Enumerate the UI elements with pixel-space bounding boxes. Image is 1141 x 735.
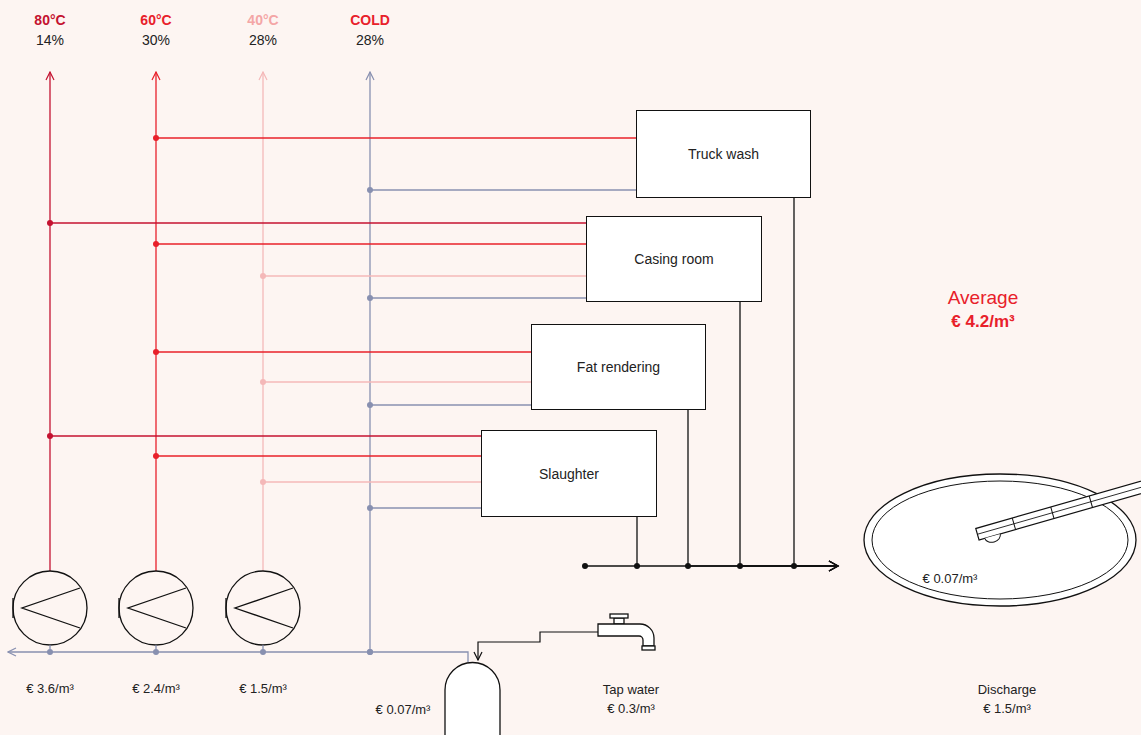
cost-label: € 0.07/m³ (376, 702, 431, 717)
temperature-label: 40°C (247, 12, 278, 28)
average-label: Average (948, 287, 1018, 309)
process-box: Fat rendering (531, 324, 706, 410)
discharge-pipe (688, 410, 838, 566)
basin-outline (862, 470, 1141, 612)
discharge-pipe (740, 302, 838, 566)
temperature-label: COLD (350, 12, 390, 28)
sink-label: Discharge (978, 682, 1037, 697)
process-box: Casing room (586, 216, 762, 302)
share-label: 30% (142, 32, 170, 48)
cost-label: € 2.4/m³ (132, 681, 180, 696)
box-label: Slaughter (539, 466, 599, 482)
cost-label: € 1.5/m³ (239, 681, 287, 696)
temperature-label: 60°C (140, 12, 171, 28)
discharge-pipe (637, 517, 838, 566)
process-box: Slaughter (481, 430, 657, 517)
process-box: Truck wash (636, 110, 811, 198)
cost-label: € 1.5/m³ (983, 701, 1031, 716)
average-cost: € 4.2/m³ (951, 312, 1014, 332)
share-label: 28% (356, 32, 384, 48)
box-label: Truck wash (688, 146, 759, 162)
box-label: Fat rendering (577, 359, 660, 375)
cost-label: € 3.6/m³ (26, 681, 74, 696)
discharge-pipe (794, 198, 838, 566)
source-label: Tap water (603, 682, 659, 697)
share-label: 14% (36, 32, 64, 48)
cost-label: € 0.3/m³ (607, 701, 655, 716)
settling-basin: € 0.07/m³ (862, 470, 1141, 612)
temperature-label: 80°C (34, 12, 65, 28)
share-label: 28% (249, 32, 277, 48)
cost-label: € 0.07/m³ (923, 571, 978, 586)
box-label: Casing room (634, 251, 713, 267)
